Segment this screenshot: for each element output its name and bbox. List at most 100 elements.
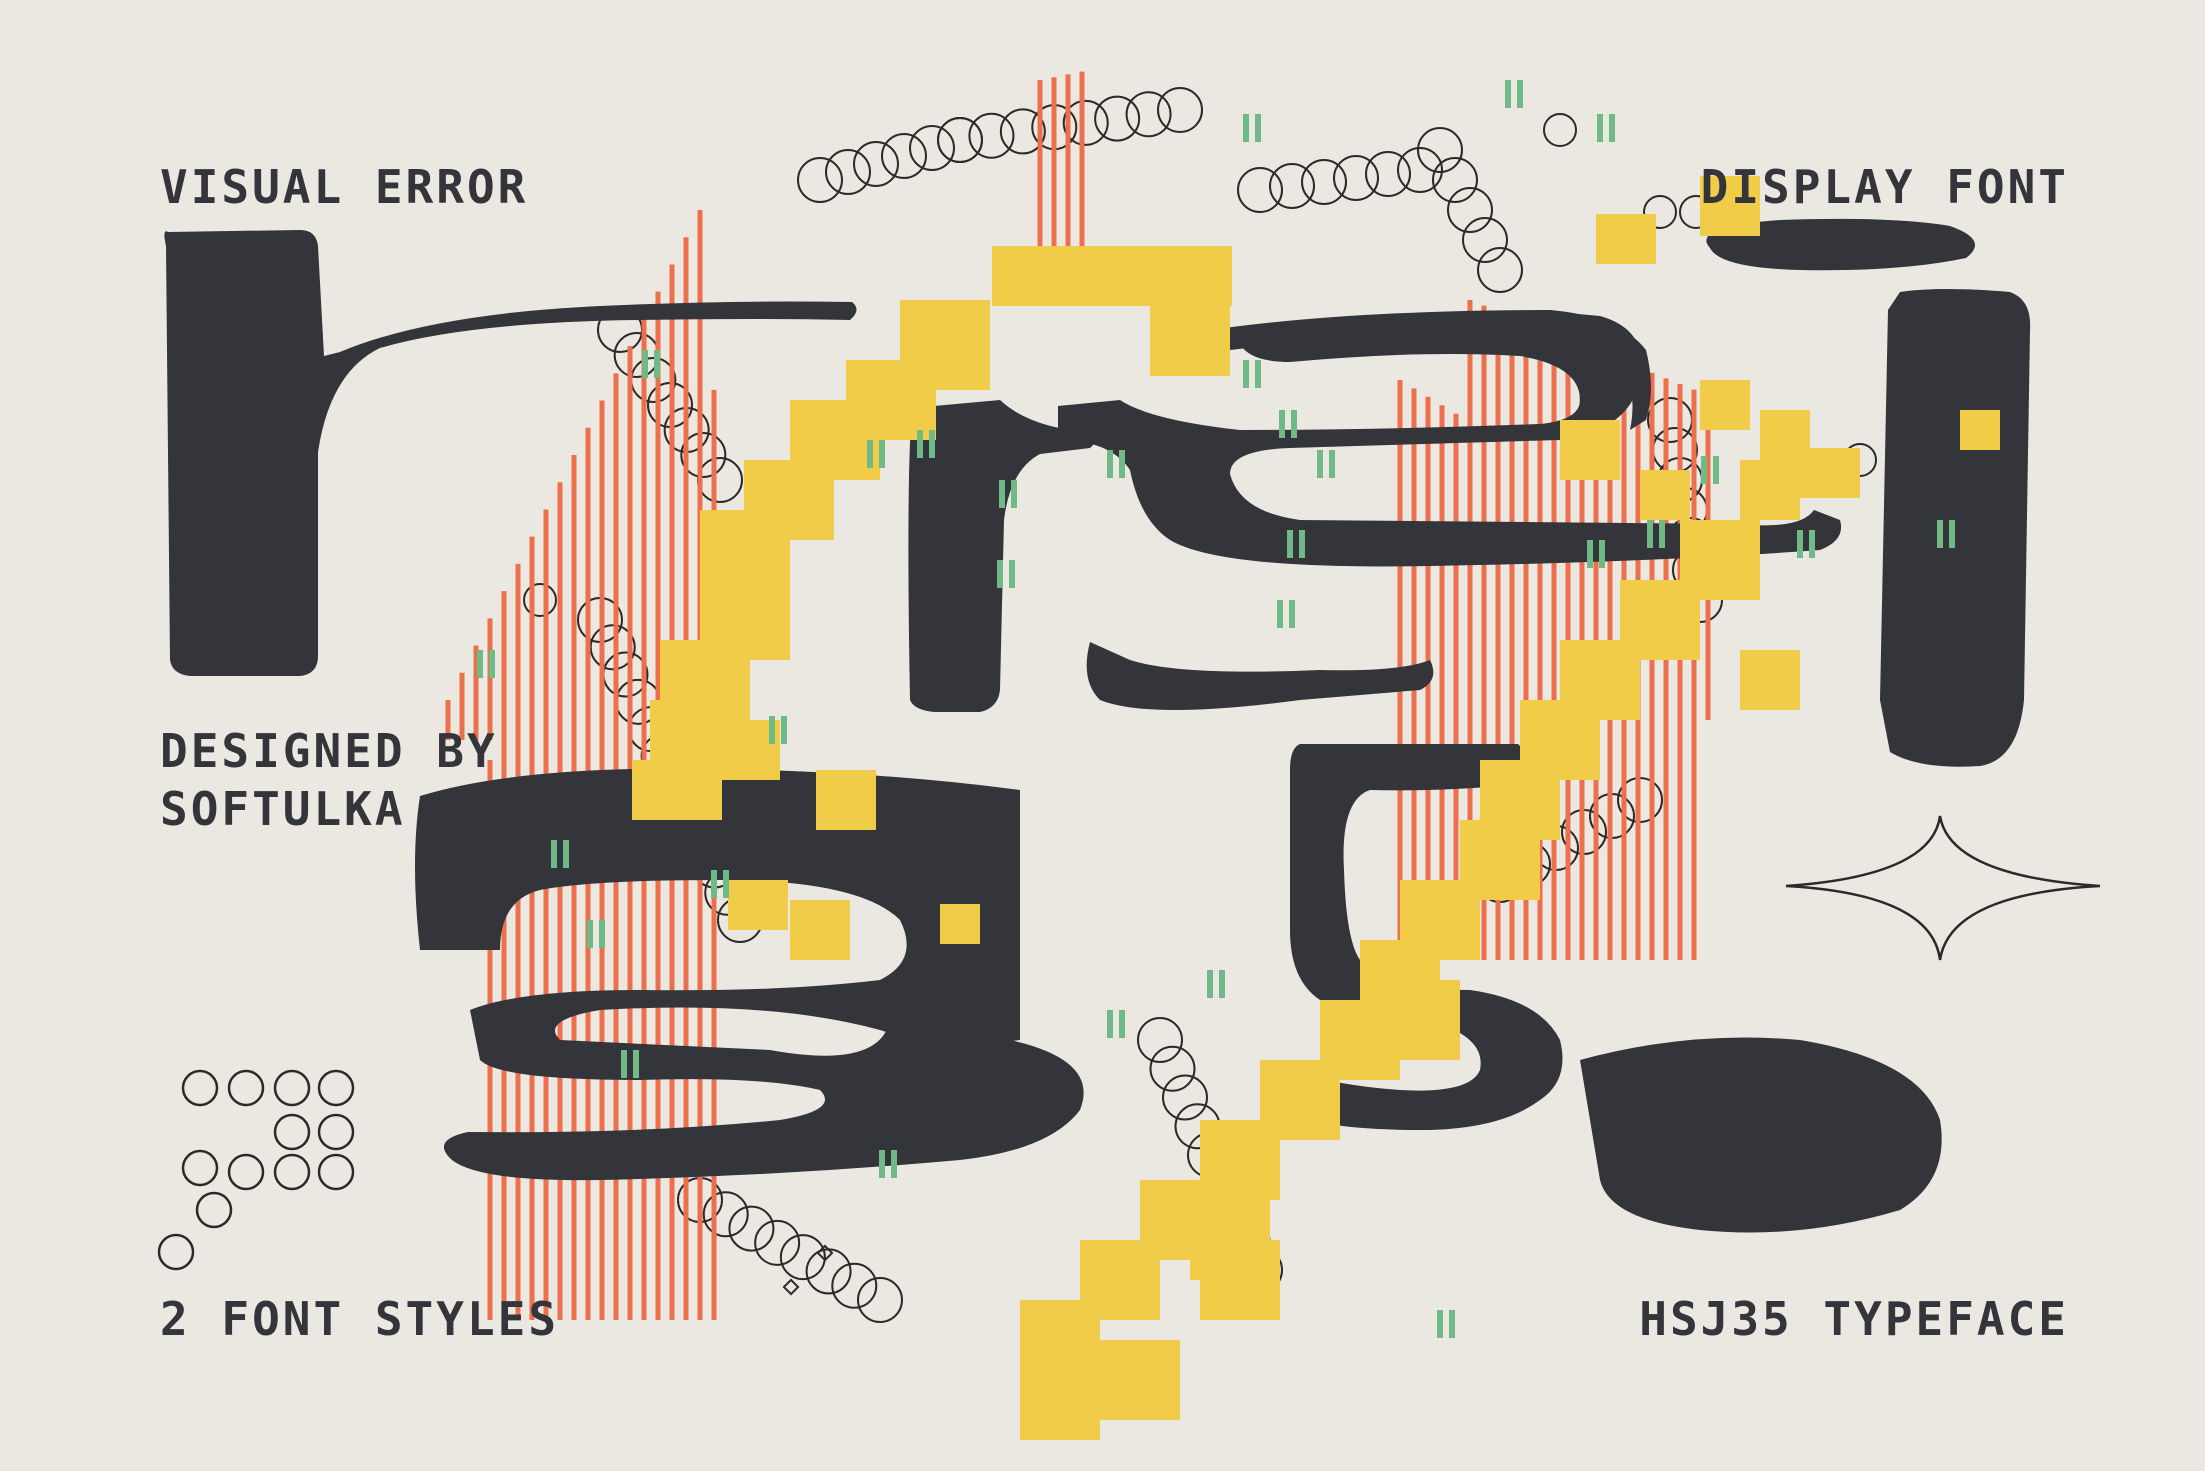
yellow-pixel-block <box>632 760 722 820</box>
ring <box>317 1113 355 1151</box>
yellow-pixel-block <box>1560 420 1620 480</box>
cloud-bubble <box>1149 1045 1196 1092</box>
yellow-pixel-block <box>790 900 850 960</box>
yellow-pixel-block <box>1960 410 2000 450</box>
small-bubble <box>1543 113 1577 147</box>
ring <box>181 1149 219 1187</box>
ring <box>227 1153 265 1191</box>
glyph-5 <box>1268 744 1563 1130</box>
small-bubble <box>523 583 557 617</box>
yellow-pixel-block <box>650 700 730 760</box>
glyph-h-stem <box>908 400 1095 712</box>
cloud-bubble <box>754 1219 801 1266</box>
yellow-pixel-block <box>1380 980 1460 1060</box>
cloud-bubble <box>1137 1017 1183 1063</box>
cloud-bubble <box>831 1262 878 1309</box>
glyph-round-blob <box>1580 1037 1942 1233</box>
glyph-3-top <box>415 768 1084 1181</box>
glyph-s-tail <box>1086 642 1434 710</box>
cloud-bubble <box>680 432 727 478</box>
cloud-bubble <box>1269 163 1315 209</box>
ring <box>195 1191 233 1229</box>
yellow-pixel-block <box>1640 470 1690 520</box>
cloud-bubble <box>702 1191 749 1238</box>
glyph-s-top <box>1210 310 1651 430</box>
cloud-bubble <box>797 157 843 203</box>
cloud-bubble <box>1333 155 1379 201</box>
cloud-bubble <box>630 357 677 403</box>
cloud-bubble <box>613 332 660 378</box>
cloud-bubble <box>1094 95 1141 142</box>
cloud-bubble <box>1652 427 1698 473</box>
cloud-bubble <box>1162 1074 1208 1121</box>
glyph-h <box>164 230 857 676</box>
cloud-bubble <box>779 1234 826 1281</box>
cloud-bubble <box>1417 127 1463 173</box>
yellow-pixel-block <box>1052 246 1112 306</box>
cloud-bubble <box>1301 159 1347 205</box>
small-bubble <box>1643 195 1677 229</box>
cloud-bubble <box>1647 397 1693 443</box>
ring <box>273 1069 311 1107</box>
yellow-pixel-block <box>1596 214 1656 264</box>
yellow-pixel-block <box>1150 296 1230 376</box>
sparkle-star-outline <box>1785 815 2101 961</box>
cloud-bubble <box>999 108 1046 155</box>
yellow-pixel-block <box>940 904 980 944</box>
yellow-pixel-block <box>1700 176 1760 236</box>
designer-credit-line1: DESIGNED BY <box>160 724 498 778</box>
cloud-bubble <box>1447 187 1493 233</box>
glyph-s <box>1058 310 1842 567</box>
glyph-j-dot <box>1706 218 1975 271</box>
yellow-pixel-block <box>700 510 790 590</box>
cloud-bubble <box>1397 147 1443 193</box>
ring <box>317 1153 355 1191</box>
cloud-bubble <box>1432 157 1478 203</box>
ring <box>157 1233 195 1271</box>
glyph-j-stem <box>1880 289 2031 767</box>
ring <box>317 1069 355 1107</box>
bottom-left-label: 2 FONT STYLES <box>160 1292 560 1346</box>
cloud-bubble <box>1125 91 1172 138</box>
cloud-bubble <box>857 1277 903 1323</box>
cloud-bubble <box>728 1205 775 1252</box>
yellow-pixel-block <box>1740 460 1800 520</box>
ring <box>273 1113 311 1151</box>
designer-credit: DESIGNED BY SOFTULKA <box>160 722 498 838</box>
cloud-bubble <box>937 117 983 163</box>
yellow-pixel-block <box>816 770 876 830</box>
cloud-bubble <box>602 651 649 698</box>
yellow-pixel-block <box>1740 650 1800 710</box>
cloud-bubble <box>881 133 927 179</box>
cloud-bubble <box>1462 217 1508 263</box>
cloud-bubble <box>968 112 1015 159</box>
cloud-bubble <box>589 624 636 671</box>
top-left-label: VISUAL ERROR <box>160 160 529 214</box>
cloud-bubble <box>1062 99 1109 146</box>
yellow-pixel-block <box>1020 1360 1100 1440</box>
cloud-bubble <box>853 141 899 187</box>
yellow-pixel-blocks <box>632 176 2000 1440</box>
yellow-pixel-block <box>1200 1240 1280 1320</box>
green-tick-marks <box>477 80 1955 1338</box>
circle-grid-outline <box>157 1069 355 1271</box>
cloud-bubble <box>697 457 743 503</box>
small-diamond-outlines <box>782 1244 834 1296</box>
dark-glyph-shapes <box>164 218 2031 1233</box>
yellow-pixel-block <box>1100 1340 1180 1420</box>
cloud-bubble <box>825 149 871 195</box>
yellow-pixel-block <box>1700 380 1750 430</box>
ring <box>227 1069 265 1107</box>
bottom-right-label: HSJ35 TYPEFACE <box>1639 1292 2069 1346</box>
cloud-bubble <box>909 125 955 171</box>
cloud-bubble <box>1237 167 1283 213</box>
cloud-bubble <box>1157 87 1203 133</box>
cloud-bubble <box>1365 151 1411 197</box>
designer-credit-line2: SOFTULKA <box>160 782 406 836</box>
top-right-label: DISPLAY FONT <box>1700 160 2069 214</box>
cloud-bubble <box>1477 247 1523 293</box>
ring <box>273 1153 311 1191</box>
yellow-pixel-block <box>728 880 788 930</box>
yellow-pixel-block <box>992 246 1052 306</box>
